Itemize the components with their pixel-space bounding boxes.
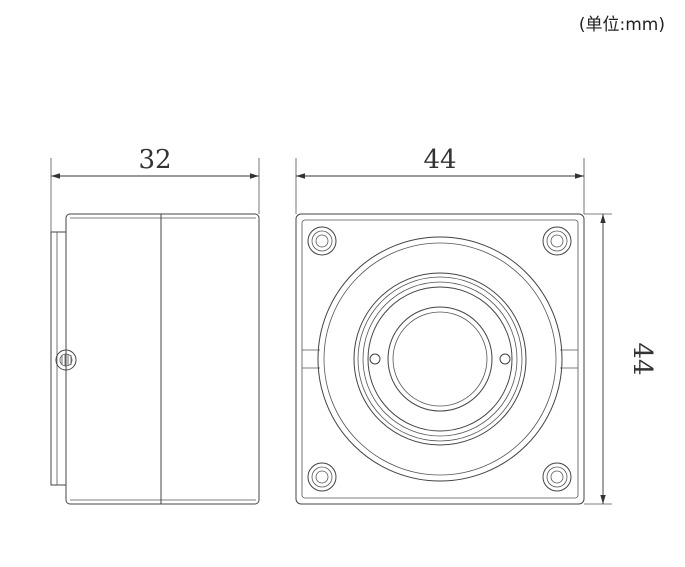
side-width-dimension: 32 — [138, 145, 171, 175]
front-view: 44 44 — [295, 145, 657, 505]
corner-screw-top-right-icon — [542, 226, 572, 256]
pin-hole-left-icon — [369, 353, 381, 365]
lens-ring — [353, 272, 527, 446]
front-plate — [295, 213, 585, 505]
pin-hole-right-icon — [499, 353, 511, 365]
front-width-dimension: 44 — [423, 145, 456, 175]
corner-screw-bottom-right-icon — [542, 462, 572, 492]
corner-screw-bottom-left-icon — [307, 462, 337, 492]
mount-ring-outer — [317, 236, 563, 482]
side-body — [65, 213, 260, 505]
front-height-dimension: 44 — [627, 342, 657, 375]
corner-screw-top-left-icon — [307, 226, 337, 256]
side-screw-icon — [55, 349, 77, 371]
side-rear-flange — [50, 231, 66, 486]
lens-aperture — [387, 306, 493, 412]
side-view: 32 — [50, 145, 260, 505]
unit-label: (单位:mm) — [578, 15, 665, 35]
